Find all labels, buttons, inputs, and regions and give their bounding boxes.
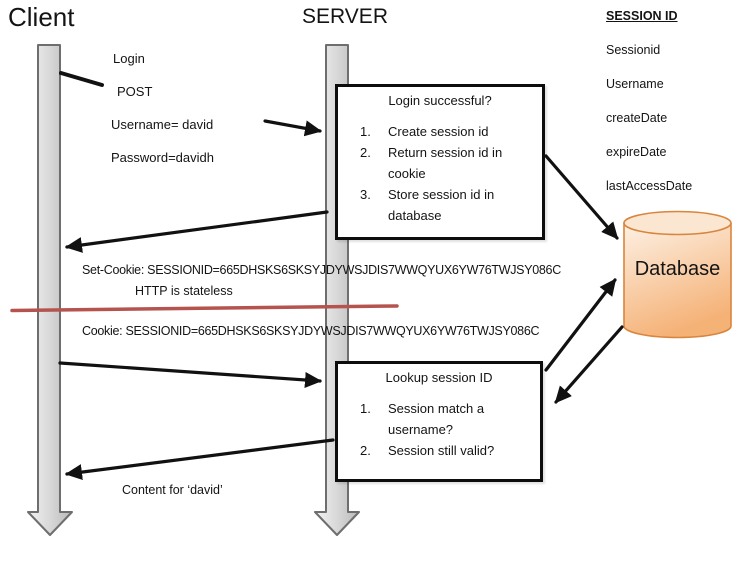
- lookup-to-db-arrow: [544, 278, 617, 372]
- content-for-david-text: Content for ‘david’: [122, 483, 223, 497]
- list-item: 3. Store session id in database: [360, 184, 538, 226]
- login-box-steps: 1. Create session id 2. Return session i…: [338, 121, 542, 226]
- list-item: 2. Session still valid?: [360, 440, 536, 461]
- item-number: 3.: [360, 187, 371, 202]
- database-label: Database: [634, 258, 721, 280]
- session-field: createDate: [606, 111, 668, 125]
- login-callout-line: [59, 71, 104, 87]
- server-label: SERVER: [302, 5, 388, 28]
- item-text: Session still valid?: [388, 443, 495, 458]
- login-successful-box: Login successful? 1. Create session id 2…: [335, 84, 545, 240]
- session-field: expireDate: [606, 145, 667, 159]
- session-field: lastAccessDate: [606, 179, 693, 193]
- client-lifeline-arrow: [27, 44, 73, 536]
- item-text: Store session id in database: [388, 187, 495, 223]
- db-to-lookup-arrow: [554, 325, 624, 404]
- post-request-arrow: [263, 119, 322, 137]
- item-text: Return session id in cookie: [388, 145, 503, 181]
- item-number: 1.: [360, 401, 371, 416]
- lookup-box-title: Lookup session ID: [385, 370, 493, 385]
- session-panel-title: SESSION ID: [606, 9, 678, 23]
- login-box-title: Login successful?: [388, 93, 492, 108]
- item-text: Session match a username?: [388, 401, 485, 437]
- set-cookie-response-arrow: [65, 210, 329, 253]
- list-item: 1. Create session id: [360, 121, 538, 142]
- item-text: Create session id: [388, 124, 489, 139]
- annotation-post: POST: [117, 84, 153, 99]
- cookie-text: Cookie: SESSIONID=665DHSKS6SKSYJDYWSJDIS…: [82, 324, 540, 338]
- list-item: 2. Return session id in cookie: [360, 142, 538, 184]
- lookup-session-box: Lookup session ID 1. Session match a use…: [335, 361, 543, 482]
- list-item: 1. Session match a username?: [360, 398, 536, 440]
- content-response-arrow: [65, 438, 335, 481]
- annotation-login: Login: [113, 51, 145, 66]
- session-field: Sessionid: [606, 43, 661, 57]
- item-number: 2.: [360, 443, 371, 458]
- session-field: Username: [606, 77, 664, 91]
- annotation-password: Password=davidh: [111, 150, 214, 165]
- item-number: 2.: [360, 145, 371, 160]
- item-number: 1.: [360, 124, 371, 139]
- client-label: Client: [8, 2, 75, 32]
- lookup-box-steps: 1. Session match a username? 2. Session …: [338, 398, 540, 461]
- http-stateless-text: HTTP is stateless: [135, 284, 233, 298]
- annotation-username: Username= david: [111, 117, 214, 132]
- session-id-panel: SESSION ID Sessionid Username createDate…: [606, 9, 692, 214]
- set-cookie-text: Set-Cookie: SESSIONID=665DHSKS6SKSYJDYWS…: [82, 263, 561, 277]
- stateless-strike-line: [10, 304, 399, 313]
- cookie-request-arrow: [58, 361, 322, 388]
